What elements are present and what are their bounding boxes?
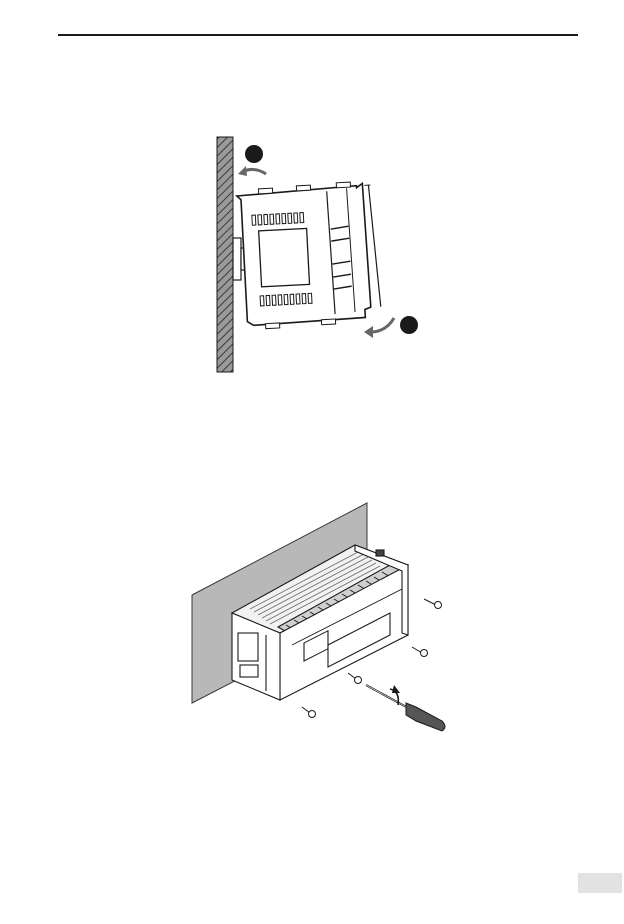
screw-icon-bottom-left (302, 707, 316, 718)
callout-marker-2 (400, 316, 418, 334)
plc-module-icon (236, 181, 381, 330)
din-rail-removal-figure (200, 130, 440, 380)
curved-arrow-lower-left-icon (370, 318, 394, 332)
screw-icon-top-right (424, 599, 442, 609)
mounting-wall (217, 137, 233, 372)
screwdriver-icon (366, 685, 445, 731)
page-number-badge (578, 873, 622, 893)
screw-icon-middle-right (412, 647, 428, 657)
callout-marker-1 (245, 145, 263, 163)
panel-screw-mounting-figure (180, 495, 460, 740)
header-rule (58, 34, 578, 36)
screw-icon-bottom-center (348, 673, 362, 684)
